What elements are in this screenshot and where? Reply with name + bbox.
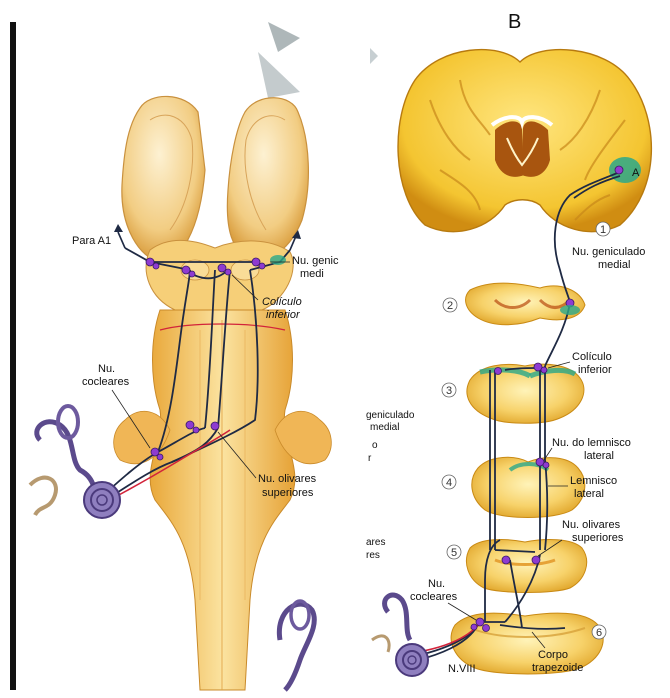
fragment-olivares-1: ares — [366, 537, 385, 548]
section-4 — [472, 457, 585, 517]
section-number-4: 4 — [446, 477, 452, 489]
fragment-geniculado-1: geniculado — [366, 410, 415, 421]
label-a-olivares-2: superiores — [262, 487, 314, 499]
label-b-corpo-1: Corpo — [538, 649, 568, 661]
label-b-lemnisco-1: Lemnisco — [570, 475, 617, 487]
label-b-lemnisco-2: lateral — [574, 488, 604, 500]
panel-b-inner-ear — [372, 595, 428, 676]
section-number-3: 3 — [446, 385, 452, 397]
panel-b-teal-geniculado — [560, 305, 580, 315]
coronal-brain-section — [398, 50, 651, 232]
decor-triangle-1 — [268, 22, 300, 52]
label-a-geniculado-1: Nu. genic — [292, 255, 339, 267]
fragment-geniculado-2: medial — [370, 422, 399, 433]
decor-triangle-3 — [370, 48, 378, 64]
section-number-5: 5 — [451, 547, 457, 559]
label-b-coliculo-2: inferior — [578, 364, 612, 376]
label-b-geniculado-2: medial — [598, 259, 630, 271]
fragment-r: r — [368, 453, 372, 464]
panel-a-left-border — [10, 22, 16, 690]
label-b-olivares-2: superiores — [572, 532, 624, 544]
panel-a-teal-nucleus — [270, 255, 286, 265]
fragment-olivares-2: res — [366, 550, 380, 561]
label-para-a1: Para A1 — [72, 235, 111, 247]
label-a-cocleares-1: Nu. — [98, 363, 115, 375]
decor-triangle-2 — [258, 52, 300, 98]
label-a-coliculo-2: inferior — [266, 309, 301, 321]
section-3 — [467, 364, 584, 423]
label-b-cocleares-2: cocleares — [410, 591, 458, 603]
section-number-2: 2 — [447, 300, 453, 312]
arrow-to-a1-left — [118, 232, 125, 248]
leader-b-cocleares — [448, 603, 476, 620]
label-b-geniculado-1: Nu. geniculado — [572, 246, 645, 258]
label-a-geniculado-2: medi — [300, 268, 324, 280]
section-number-6: 6 — [596, 627, 602, 639]
label-b-cocleares-1: Nu. — [428, 578, 445, 590]
label-b-a: A — [632, 167, 640, 179]
section-number-1: 1 — [600, 224, 606, 236]
fragment-o: o — [372, 440, 378, 451]
label-a-olivares-1: Nu. olivares — [258, 473, 317, 485]
panel-b: B — [366, 11, 651, 676]
label-a-cocleares-2: cocleares — [82, 376, 130, 388]
arrow-to-a1-left-head — [114, 224, 123, 232]
panel-a-ear-fragment — [279, 601, 314, 690]
panel-a: Para A1 Nu. genic medi Colículo inferior… — [10, 22, 339, 690]
label-a-coliculo-1: Colículo — [262, 296, 302, 308]
label-b-lemnisco-nu-2: lateral — [584, 450, 614, 462]
label-b-nviii: N.VIII — [448, 663, 476, 675]
label-b-olivares-1: Nu. olivares — [562, 519, 621, 531]
label-b-lemnisco-nu-1: Nu. do lemnisco — [552, 437, 631, 449]
label-b-corpo-2: trapezoide — [532, 662, 583, 674]
panel-a-inner-ear — [30, 406, 120, 518]
label-b-coliculo-1: Colículo — [572, 351, 612, 363]
panel-b-letter: B — [508, 11, 521, 33]
